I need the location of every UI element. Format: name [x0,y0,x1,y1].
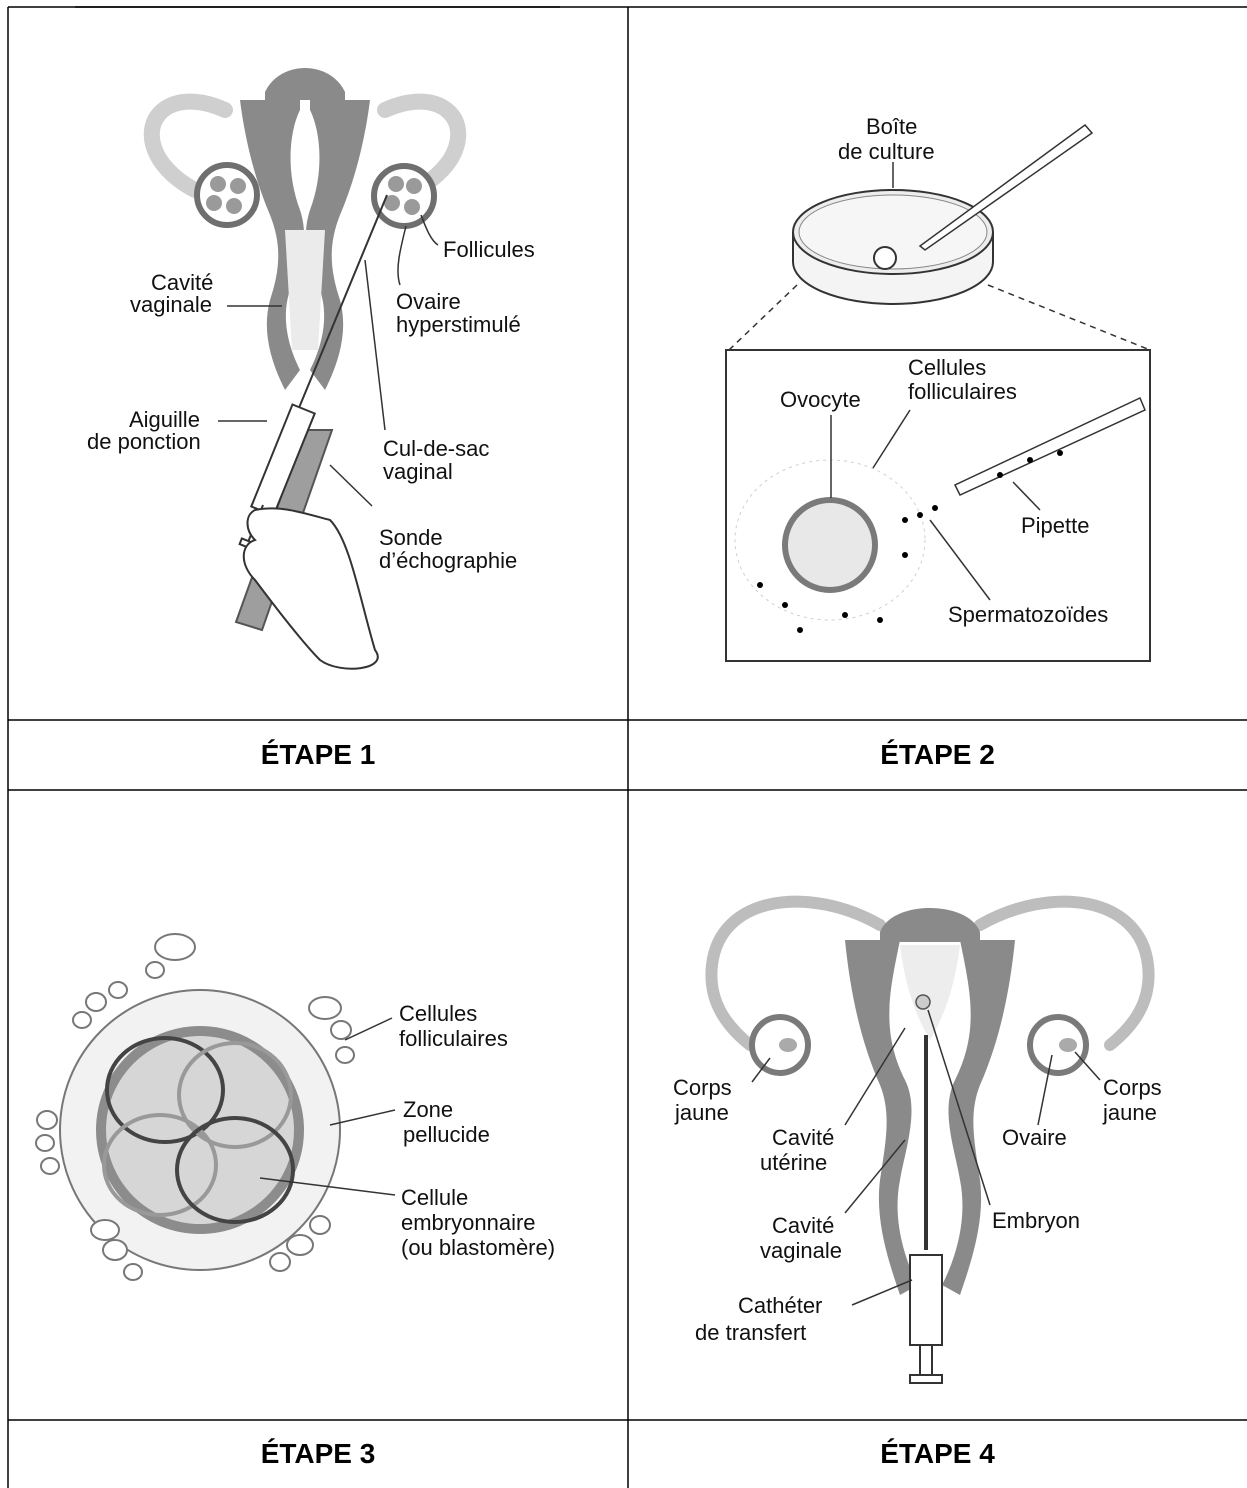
label-cavite-uterine-line1: Cavité [772,1125,834,1150]
label-zone-line2: pellucide [403,1122,490,1147]
embryo [916,995,930,1009]
label-ovaire-line2: hyperstimulé [396,312,521,337]
label-boite-line2: de culture [838,139,935,164]
label-sonde-line1: Sonde [379,525,443,550]
right-ovary [1030,1017,1086,1073]
left-corpus-luteum [779,1038,797,1052]
right-ovary [374,166,434,226]
uterus-right-wall [942,940,1015,1295]
label-aiguille-line2: de ponction [87,429,201,454]
label-sonde-line2: d’échographie [379,548,517,573]
uterus-fundus [880,908,980,942]
label-culdesac-line1: Cul-de-sac [383,436,489,461]
label-ovaire-line1: Ovaire [396,289,461,314]
step-1-illustration: Follicules Cavité vaginale Ovaire hypers… [9,8,627,719]
small-pipette [920,125,1092,250]
uterine-cavity [900,945,960,1040]
label-corps-jaune-left-line2: jaune [674,1100,729,1125]
label-cellule-line1: Cellule [401,1185,468,1210]
step-4-illustration: Corps jaune Corps jaune Cavité utérine O… [629,791,1246,1419]
step-2-title: ÉTAPE 2 [628,720,1247,790]
label-cavite-vaginale-line2: vaginale [760,1238,842,1263]
label-culdesac-line2: vaginal [383,459,453,484]
label-cellules-folliculaires-line1: Cellules [399,1001,477,1026]
label-cellule-line3: (ou blastomère) [401,1235,555,1260]
step-4-title: ÉTAPE 4 [628,1420,1247,1488]
step-1-title: ÉTAPE 1 [8,720,628,790]
label-boite-line1: Boîte [866,114,917,139]
step-3-illustration: Cellules folliculaires Zone pellucide Ce… [9,791,627,1419]
hand [244,508,378,668]
label-ovocyte: Ovocyte [780,387,861,412]
label-cavite-vaginale-line1: Cavité [772,1213,834,1238]
culture-dish [793,190,993,304]
label-pipette: Pipette [1021,513,1090,538]
label-cellules-folliculaires-line2: folliculaires [399,1026,508,1051]
label-ovaire: Ovaire [1002,1125,1067,1150]
label-spermatozoides: Spermatozoïdes [948,602,1108,627]
label-cavite-uterine-line2: utérine [760,1150,827,1175]
label-cellule-line2: embryonnaire [401,1210,536,1235]
step-2-illustration: Boîte de culture Cellules folliculaires … [629,8,1246,719]
syringe [910,1255,942,1383]
uterus-fundus [265,68,345,100]
right-corpus-luteum [1059,1038,1077,1052]
label-follicules: Follicules [443,237,535,262]
uterus-left-wall [845,940,918,1295]
label-corps-jaune-left-line1: Corps [673,1075,732,1100]
label-cavite-vaginale-line2: vaginale [130,292,212,317]
label-embryon: Embryon [992,1208,1080,1233]
step-3-title: ÉTAPE 3 [8,1420,628,1488]
label-corps-jaune-right-line1: Corps [1103,1075,1162,1100]
vaginal-cavity-shape [285,230,325,350]
oocyte [785,500,875,590]
label-zone-line1: Zone [403,1097,453,1122]
label-catheter-line2: de transfert [695,1320,806,1345]
label-cellules-line2: folliculaires [908,379,1017,404]
label-catheter-line1: Cathéter [738,1293,822,1318]
label-corps-jaune-right-line2: jaune [1102,1100,1157,1125]
label-cellules-line1: Cellules [908,355,986,380]
left-ovary [197,165,257,225]
